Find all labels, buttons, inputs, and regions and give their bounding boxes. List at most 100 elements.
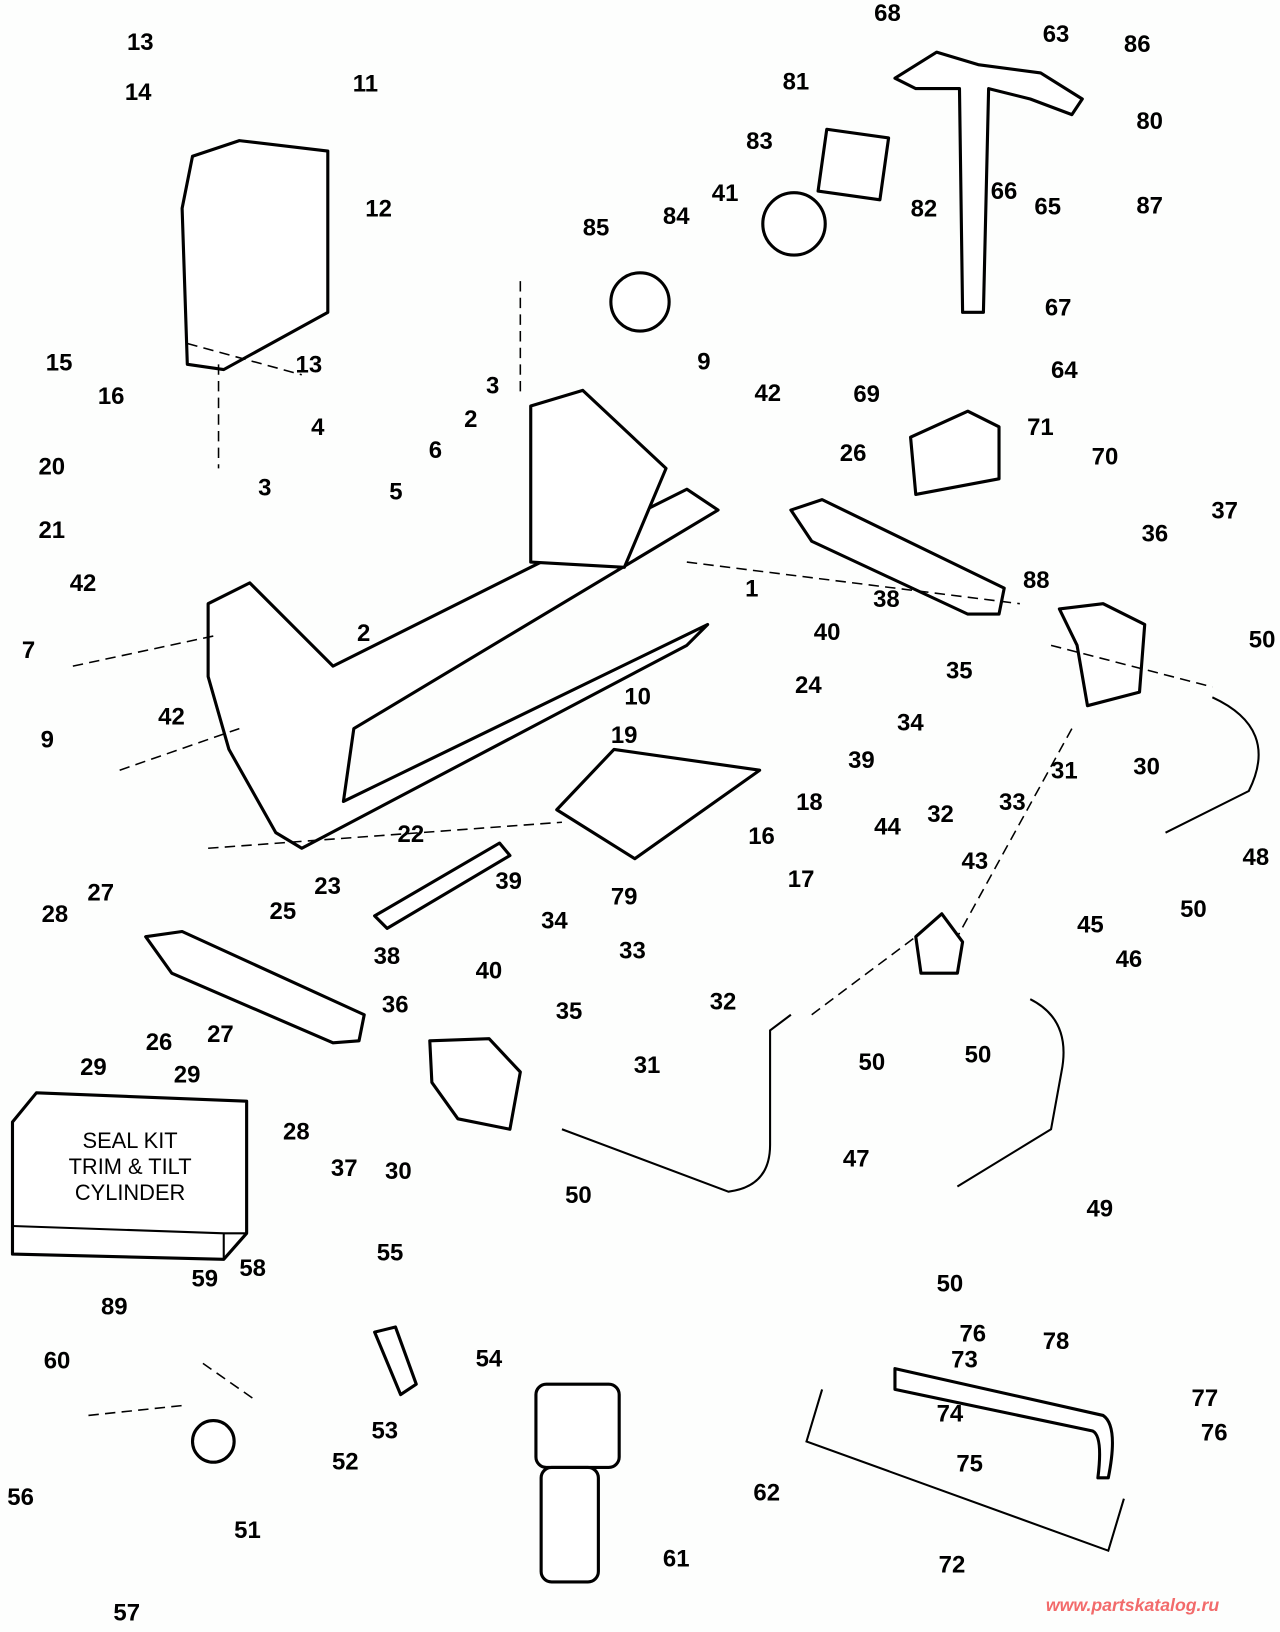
callout-36: 36	[1142, 520, 1169, 547]
callout-28: 28	[283, 1119, 310, 1146]
callout-84: 84	[663, 203, 690, 230]
callout-43: 43	[962, 848, 989, 875]
callout-50: 50	[859, 1049, 886, 1076]
callout-34: 34	[541, 907, 568, 934]
callout-16: 16	[98, 383, 125, 410]
callout-27: 27	[207, 1021, 234, 1048]
callout-4: 4	[311, 414, 325, 441]
seal-kit-label: SEAL KIT TRIM & TILT CYLINDER	[69, 1128, 192, 1205]
pump-base-61	[539, 1465, 600, 1584]
callout-41: 41	[712, 180, 739, 207]
callout-71: 71	[1027, 414, 1054, 441]
callout-38: 38	[873, 586, 900, 613]
callout-20: 20	[39, 454, 66, 481]
callout-57: 57	[113, 1599, 140, 1626]
callout-79: 79	[611, 883, 638, 910]
callout-86: 86	[1124, 31, 1151, 58]
callout-2: 2	[464, 406, 477, 433]
seal-kit-box-edge	[12, 1224, 247, 1260]
callout-63: 63	[1043, 21, 1070, 48]
callout-42: 42	[70, 570, 97, 597]
callout-74: 74	[937, 1401, 964, 1428]
cylinder-26-lower	[144, 929, 366, 1045]
mount-83	[761, 191, 827, 257]
callout-80: 80	[1136, 108, 1163, 135]
callout-70: 70	[1092, 443, 1119, 470]
bracket-30-lower	[428, 1037, 522, 1131]
callout-28: 28	[42, 901, 69, 928]
callout-6: 6	[429, 437, 442, 464]
callout-76: 76	[959, 1321, 986, 1348]
callout-35: 35	[556, 998, 583, 1025]
callout-26: 26	[840, 440, 867, 467]
callout-73: 73	[951, 1347, 978, 1374]
callout-81: 81	[783, 69, 810, 96]
callout-2: 2	[357, 620, 370, 647]
bracket-30-right	[1057, 602, 1147, 708]
callout-37: 37	[1211, 497, 1238, 524]
callout-50: 50	[965, 1042, 992, 1069]
lever-54	[373, 1325, 418, 1397]
callout-67: 67	[1045, 294, 1072, 321]
rod-22	[373, 841, 512, 930]
pump-motor-61	[534, 1382, 621, 1470]
callout-12: 12	[365, 196, 392, 223]
callout-56: 56	[7, 1484, 34, 1511]
callout-32: 32	[927, 801, 954, 828]
transom-bracket-11	[180, 139, 330, 372]
callout-65: 65	[1034, 194, 1061, 221]
callout-30: 30	[385, 1158, 412, 1185]
callout-48: 48	[1243, 844, 1270, 871]
assembly-line	[72, 281, 1213, 1417]
callout-45: 45	[1077, 912, 1104, 939]
callout-50: 50	[565, 1182, 592, 1209]
switch-51	[190, 1419, 236, 1464]
callout-37: 37	[331, 1155, 358, 1182]
callout-89: 89	[101, 1293, 128, 1320]
callout-26: 26	[146, 1029, 173, 1056]
callout-61: 61	[663, 1545, 690, 1572]
callout-40: 40	[476, 957, 503, 984]
callout-51: 51	[234, 1517, 261, 1544]
callout-32: 32	[710, 989, 737, 1016]
callout-23: 23	[314, 873, 341, 900]
callout-36: 36	[382, 992, 409, 1019]
callout-46: 46	[1116, 946, 1143, 973]
callout-52: 52	[332, 1449, 359, 1476]
callout-75: 75	[956, 1451, 983, 1478]
watermark-link[interactable]: www.partskatalog.ru	[1046, 1595, 1220, 1615]
callout-33: 33	[619, 938, 646, 965]
steering-arm	[893, 50, 1084, 314]
cap-85	[609, 271, 671, 333]
callout-50: 50	[1180, 896, 1207, 923]
callout-15: 15	[46, 350, 73, 377]
callout-39: 39	[848, 747, 875, 774]
callout-85: 85	[583, 214, 610, 241]
callout-31: 31	[634, 1052, 661, 1079]
callout-44: 44	[874, 814, 901, 841]
callout-50: 50	[1249, 626, 1276, 653]
callout-42: 42	[158, 703, 185, 730]
cylinder-26-upper	[789, 498, 1006, 616]
valve-43	[914, 912, 965, 975]
callout-76: 76	[1201, 1419, 1228, 1446]
seal-kit-line-1: SEAL KIT	[83, 1128, 178, 1153]
callout-55: 55	[377, 1239, 404, 1266]
seal-kit-line-2: TRIM & TILT	[69, 1154, 192, 1179]
part-drawings	[10, 50, 1260, 1584]
callout-11: 11	[353, 71, 378, 98]
callout-77: 77	[1192, 1385, 1219, 1412]
callout-3: 3	[486, 372, 499, 399]
callout-9: 9	[697, 349, 710, 376]
callout-10: 10	[624, 684, 651, 711]
callout-24: 24	[795, 672, 822, 699]
callout-7: 7	[22, 637, 35, 664]
plate-18	[555, 747, 762, 861]
callout-50: 50	[937, 1271, 964, 1298]
callout-39: 39	[495, 868, 522, 895]
callout-53: 53	[372, 1417, 399, 1444]
watermark[interactable]: www.partskatalog.ru	[1046, 1595, 1220, 1615]
callout-17: 17	[788, 866, 815, 893]
hose-49	[956, 998, 1065, 1188]
